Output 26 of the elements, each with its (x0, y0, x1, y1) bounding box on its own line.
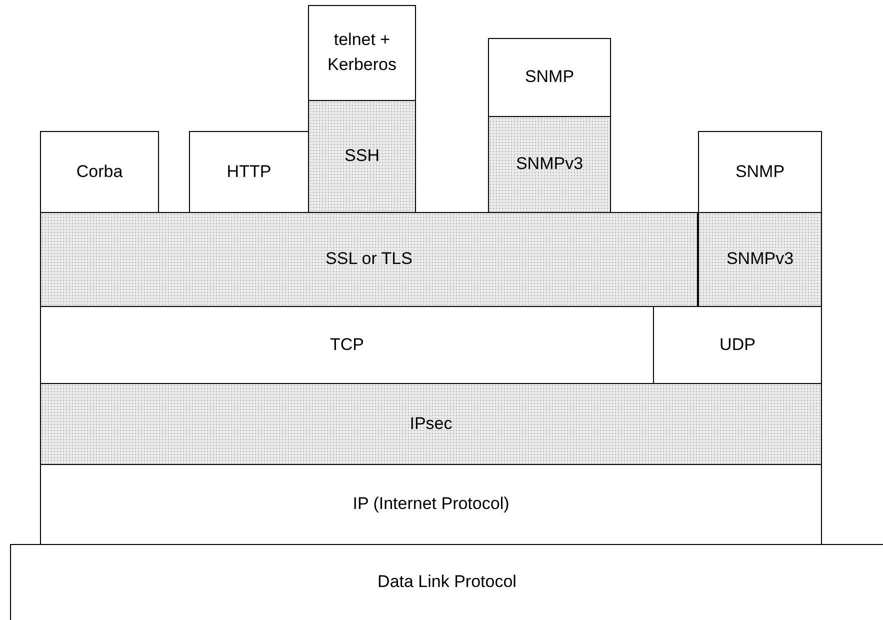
protocol-layer-box (308, 100, 416, 213)
layer-label: SNMP (734, 160, 786, 183)
layer-label: Data Link Protocol (376, 571, 518, 594)
protocol-layer-box (189, 131, 309, 213)
layer-label: SNMP (524, 66, 576, 88)
protocol-layer-box (40, 212, 698, 307)
protocol-layer-box (698, 131, 822, 213)
protocol-layer-box (40, 464, 822, 545)
protocol-layer-band (10, 544, 883, 620)
layer-label: SSL or TLS (324, 248, 414, 270)
layer-label: SNMPv3 (514, 153, 584, 176)
layer-label: TCP (329, 334, 365, 356)
layer-label: telnet + Kerberos (326, 29, 398, 76)
layer-label: Corba (75, 160, 124, 183)
layer-label: IPsec (408, 412, 454, 435)
layer-label: SSH (344, 145, 380, 168)
layer-label: HTTP (226, 160, 272, 183)
layer-label: SNMPv3 (725, 248, 795, 270)
layer-label: UDP (718, 334, 756, 356)
protocol-layer-box (40, 383, 822, 465)
layer-label: IP (Internet Protocol) (352, 493, 510, 516)
protocol-layer-box (488, 116, 611, 213)
protocol-layer-box (698, 212, 822, 307)
protocol-layer-box (308, 5, 416, 101)
protocol-layer-box (40, 131, 159, 213)
protocol-layer-box (488, 38, 611, 117)
